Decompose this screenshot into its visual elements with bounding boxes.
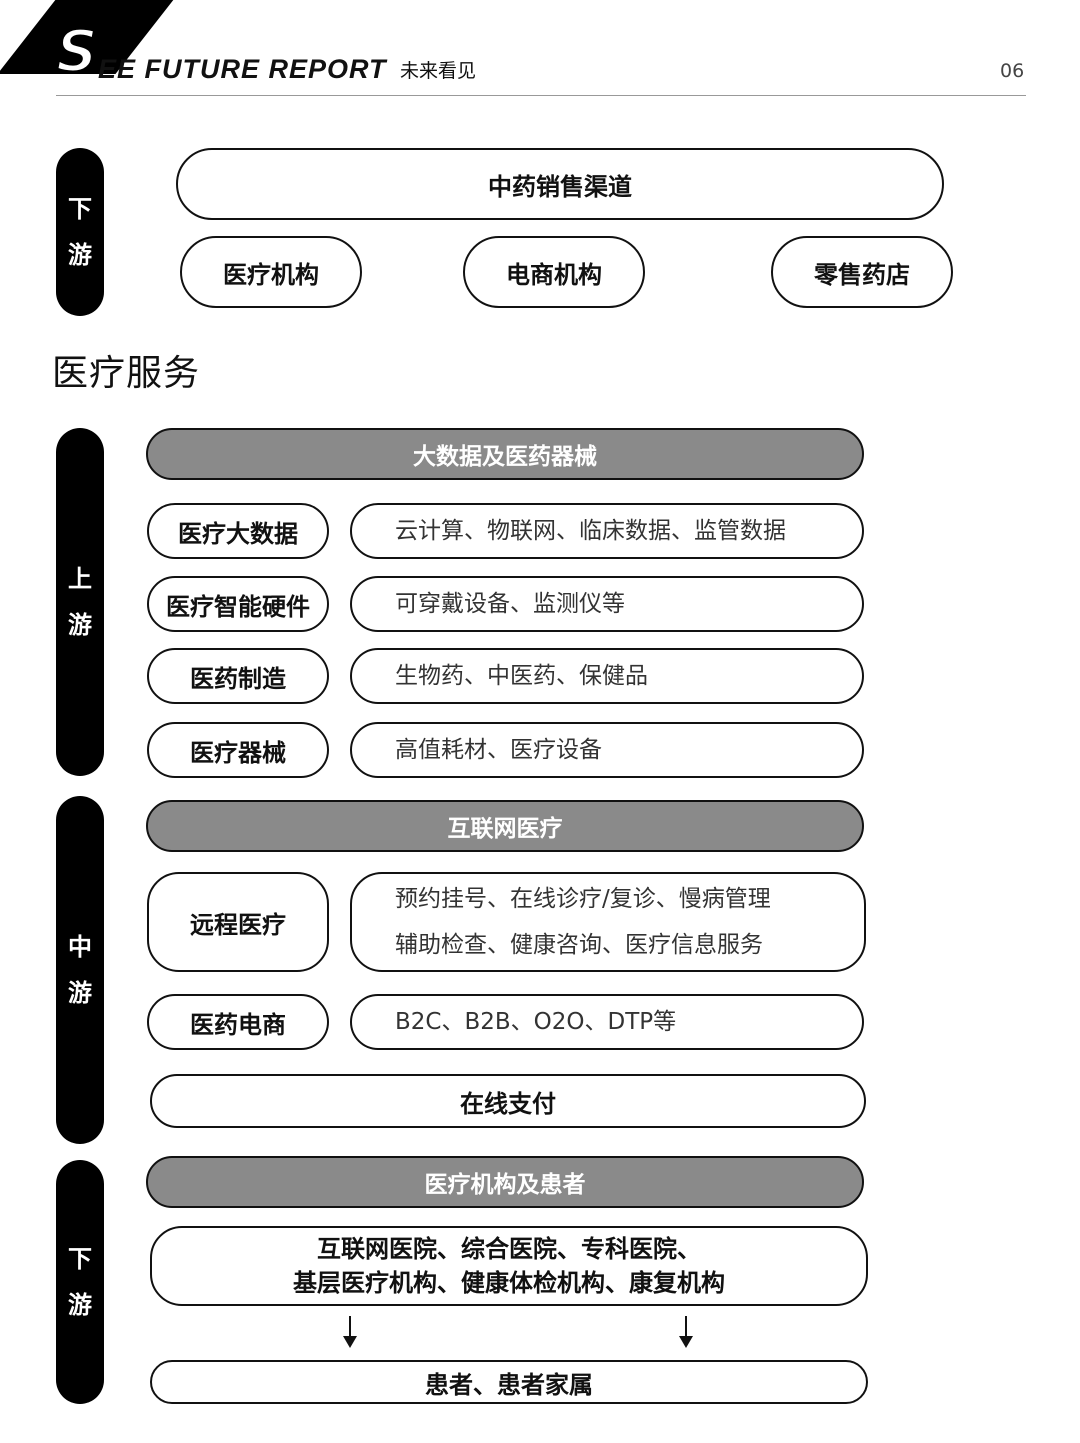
page-number: 06 bbox=[1000, 60, 1025, 82]
desc-line: 预约挂号、在线诊疗/复诊、慢病管理 bbox=[395, 886, 771, 912]
upstream-header-band: 大数据及医药器械 bbox=[146, 428, 864, 480]
desc-text: 云计算、物联网、临床数据、监管数据 bbox=[395, 518, 786, 544]
upstream-desc-bigdata: 云计算、物联网、临床数据、监管数据 bbox=[350, 503, 864, 559]
upstream-label-manufacturing: 医药制造 bbox=[147, 648, 329, 704]
logo-letter: S bbox=[55, 17, 100, 85]
arrow-down-icon bbox=[679, 1336, 693, 1348]
side-label-midstream: 中 游 bbox=[56, 796, 104, 1144]
desc-text: B2C、B2B、O2O、DTP等 bbox=[395, 1009, 677, 1035]
section-title: 医疗服务 bbox=[52, 353, 201, 394]
side-label-downstream: 下 游 bbox=[56, 1160, 104, 1404]
upstream-desc-manufacturing: 生物药、中医药、保健品 bbox=[350, 648, 864, 704]
header-divider bbox=[56, 95, 1026, 96]
upstream-desc-devices: 高值耗材、医疗设备 bbox=[350, 722, 864, 778]
channel-item-retail: 零售药店 bbox=[771, 236, 953, 308]
upstream-desc-hardware: 可穿戴设备、监测仪等 bbox=[350, 576, 864, 632]
upstream-label-bigdata: 医疗大数据 bbox=[147, 503, 329, 559]
channel-item-ecommerce: 电商机构 bbox=[463, 236, 645, 308]
brand-title: EE FUTURE REPORT bbox=[98, 54, 387, 84]
midstream-desc-remote: 预约挂号、在线诊疗/复诊、慢病管理 辅助检查、健康咨询、医疗信息服务 bbox=[350, 872, 866, 972]
desc-text: 生物药、中医药、保健品 bbox=[395, 663, 648, 689]
midstream-header-band: 互联网医疗 bbox=[146, 800, 864, 852]
arrow-left-shaft bbox=[349, 1316, 351, 1338]
midstream-label-ecommerce: 医药电商 bbox=[147, 994, 329, 1050]
upstream-label-devices: 医疗器械 bbox=[147, 722, 329, 778]
midstream-payment-box: 在线支付 bbox=[150, 1074, 866, 1128]
midstream-label-remote: 远程医疗 bbox=[147, 872, 329, 972]
side-label-upstream: 上 游 bbox=[56, 428, 104, 776]
channel-item-medical: 医疗机构 bbox=[180, 236, 362, 308]
side-char: 游 bbox=[68, 241, 92, 269]
side-char: 游 bbox=[68, 1291, 92, 1319]
institutions-line: 基层医疗机构、健康体检机构、康复机构 bbox=[293, 1269, 725, 1297]
side-label-downstream-top: 下 游 bbox=[56, 148, 104, 316]
upstream-label-hardware: 医疗智能硬件 bbox=[147, 576, 329, 632]
side-char: 中 bbox=[68, 933, 92, 961]
downstream-institutions-box: 互联网医院、综合医院、专科医院、 基层医疗机构、健康体检机构、康复机构 bbox=[150, 1226, 868, 1306]
desc-text: 高值耗材、医疗设备 bbox=[395, 737, 602, 763]
channel-title-box: 中药销售渠道 bbox=[176, 148, 944, 220]
downstream-patients-box: 患者、患者家属 bbox=[150, 1360, 868, 1404]
brand-subtitle: 未来看见 bbox=[400, 60, 477, 82]
institutions-line: 互联网医院、综合医院、专科医院、 bbox=[317, 1235, 701, 1263]
arrow-right-shaft bbox=[685, 1316, 687, 1338]
side-char: 游 bbox=[68, 979, 92, 1007]
desc-text: 可穿戴设备、监测仪等 bbox=[395, 591, 625, 617]
desc-line: 辅助检查、健康咨询、医疗信息服务 bbox=[395, 932, 763, 958]
side-char: 上 bbox=[68, 565, 92, 593]
midstream-desc-ecommerce: B2C、B2B、O2O、DTP等 bbox=[350, 994, 864, 1050]
arrow-down-icon bbox=[343, 1336, 357, 1348]
side-char: 下 bbox=[68, 195, 92, 223]
side-char: 下 bbox=[68, 1245, 92, 1273]
side-char: 游 bbox=[68, 611, 92, 639]
downstream-header-band: 医疗机构及患者 bbox=[146, 1156, 864, 1208]
